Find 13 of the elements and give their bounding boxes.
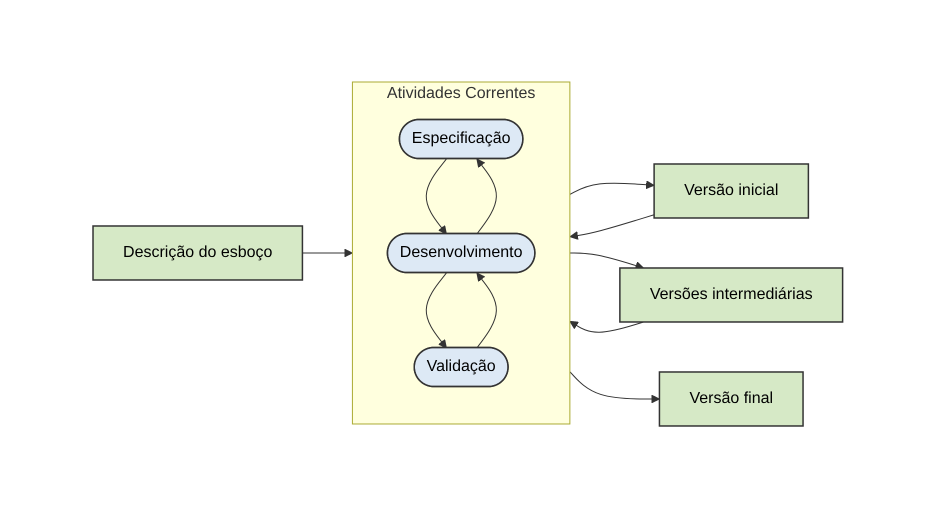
arrow (569, 180, 654, 195)
arrow (569, 371, 660, 404)
arrow (302, 248, 352, 258)
arrow (425, 158, 447, 234)
node-box: Versão inicial (653, 163, 809, 219)
arrow (569, 320, 644, 333)
arrow (476, 272, 497, 348)
arrow (476, 158, 497, 234)
node-box: Descrição do esboço (92, 225, 303, 281)
arrow (425, 272, 447, 348)
arrow (569, 214, 654, 240)
node-box: Versões intermediárias (618, 267, 844, 323)
node-box: Versão final (658, 371, 804, 427)
